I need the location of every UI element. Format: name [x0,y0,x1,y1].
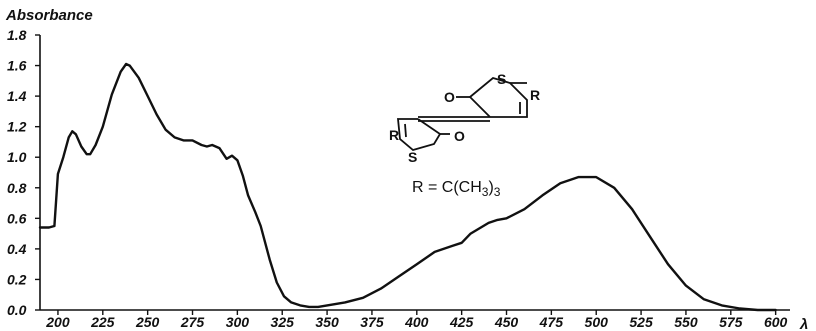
x-tick-label: 250 [135,314,160,330]
formula-main: R = C(CH [412,179,482,196]
x-tick-label: 350 [315,314,339,330]
y-tick-label: 1.4 [7,88,27,104]
absorbance-curve [38,62,777,312]
x-tick-label: 450 [494,314,519,330]
x-tick-label: 325 [271,314,295,330]
formula-subscript-2: 3 [494,185,501,199]
x-tick-label: 475 [539,314,564,330]
x-tick-label: 225 [90,314,115,330]
y-axis-title: Absorbance [5,7,93,24]
y-tick-label: 1.0 [7,149,27,165]
atom-r-upper: R [530,87,540,103]
y-tick-label: 0.6 [7,210,27,226]
lower-ring-bonds [397,118,442,151]
y-tick-label: 0.8 [7,180,27,196]
y-tick-label: 0.4 [7,241,27,257]
y-tick-label: 0.2 [7,271,27,287]
x-tick-label: 600 [764,314,788,330]
atom-o-lower: O [454,128,465,144]
formula-close: ) [488,179,493,196]
x-tick-label: 575 [719,314,743,330]
y-ticks: 0.0 0.2 0.4 0.6 0.8 1.0 1.2 1.4 1.6 1.8 [7,27,40,318]
x-ticks: 200 225 250 275 300 325 350 375 400 425 450 475 500 5… [45,310,788,330]
lower-ring-double-bond [404,123,407,138]
atom-r-lower: R [389,127,399,143]
molecule-structure: O S R R S O R = C(CH3)3 [389,71,540,199]
x-axis-title: λ [799,316,808,331]
atom-s-lower: S [408,149,417,165]
x-tick-label: 375 [360,314,384,330]
x-tick-label: 400 [404,314,429,330]
atom-o-upper: O [444,89,455,105]
y-tick-label: 1.8 [7,27,27,43]
x-tick-label: 275 [180,314,205,330]
x-tick-label: 300 [226,314,250,330]
atom-s-upper: S [497,71,506,87]
x-tick-label: 500 [585,314,609,330]
x-tick-label: 525 [629,314,653,330]
r-group-formula: R = C(CH3)3 [412,179,501,199]
y-tick-label: 1.2 [7,119,27,135]
formula-subscript: 3 [482,185,489,199]
y-tick-label: 0.0 [7,302,27,318]
y-tick-label: 1.6 [7,58,27,74]
x-tick-label: 550 [674,314,698,330]
x-tick-label: 425 [449,314,474,330]
x-tick-label: 200 [45,314,70,330]
